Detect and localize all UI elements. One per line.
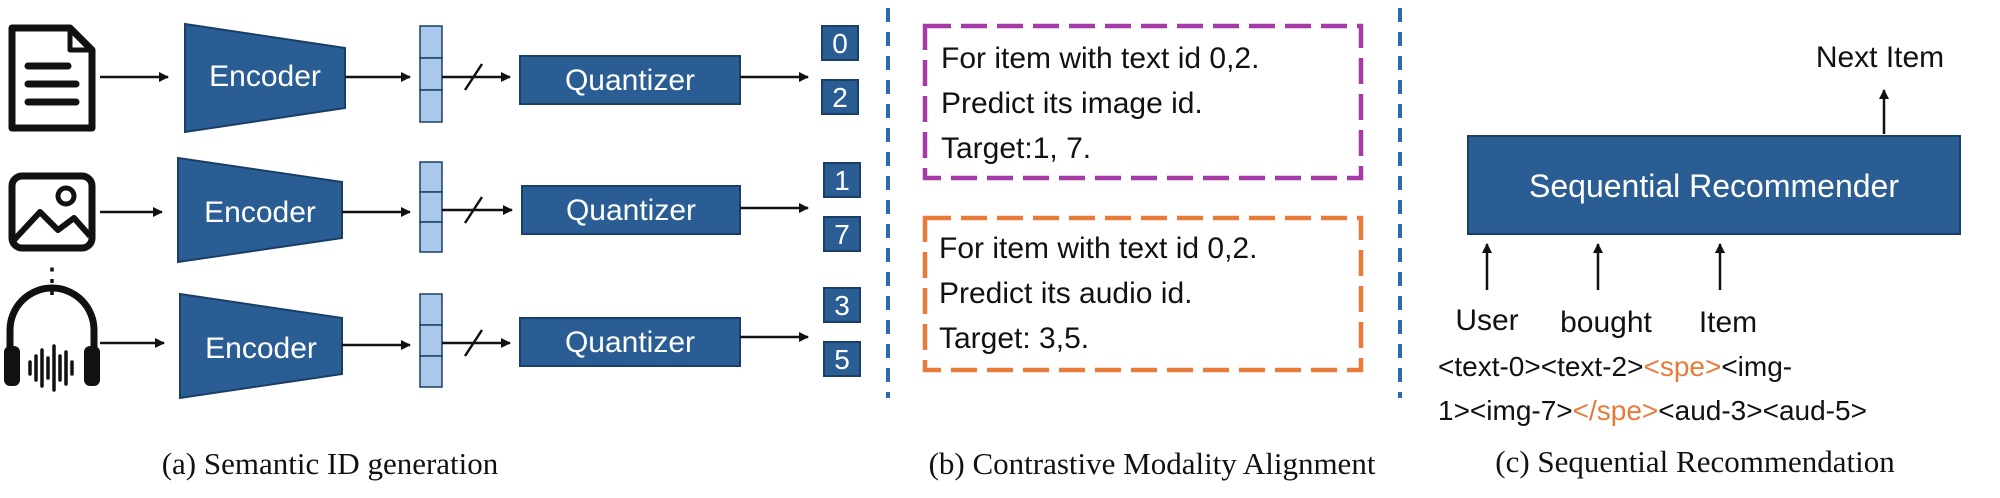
svg-text:0: 0: [832, 28, 848, 59]
semantic-id: 7: [823, 216, 861, 252]
prompt-box-image: For item with text id 0,2. Predict its i…: [922, 23, 1364, 181]
prompt-line: Predict its audio id.: [939, 277, 1192, 310]
panel-b: For item with text id 0,2. Predict its i…: [922, 23, 1376, 481]
prompt-box-audio: For item with text id 0,2. Predict its a…: [922, 215, 1364, 373]
sequential-recommender-block: Sequential Recommender: [1467, 135, 1961, 235]
ellipsis: ⋮: [35, 262, 69, 300]
sequence-token: <text-0><text-2>: [1438, 351, 1643, 382]
semantic-id: 0: [821, 25, 859, 61]
row-audio: Encoder Quantizer 3 5: [4, 284, 861, 400]
quantizer-block: Quantizer: [521, 185, 741, 235]
input-token: Item: [1699, 306, 1757, 339]
panel-c: Next Item Sequential Recommender User bo…: [1438, 41, 1961, 479]
sequence-token: 1><img-7>: [1438, 395, 1573, 426]
caption-a: (a) Semantic ID generation: [162, 446, 499, 481]
slash: [463, 63, 484, 91]
model-label: Sequential Recommender: [1529, 168, 1899, 204]
quantizer-block: Quantizer: [519, 55, 741, 105]
image-icon: [8, 172, 96, 252]
encoder-label: Encoder: [209, 60, 321, 93]
prompt-line: For item with text id 0,2.: [941, 42, 1259, 75]
svg-text:2: 2: [832, 82, 848, 113]
encoder-block: Encoder: [184, 22, 346, 134]
svg-text:1: 1: [834, 165, 850, 196]
encoder-block: Encoder: [179, 292, 343, 400]
quantizer-label: Quantizer: [565, 64, 695, 97]
prompt-line: Target: 3,5.: [939, 322, 1089, 355]
svg-text:3: 3: [834, 290, 850, 321]
semantic-id: 5: [823, 341, 861, 377]
special-token: <spe>: [1643, 351, 1721, 382]
quantizer-label: Quantizer: [565, 326, 695, 359]
token-sequence-line-1: <text-0><text-2><spe><img-: [1438, 351, 1792, 382]
semantic-id: 3: [823, 287, 861, 323]
sequence-token: <aud-3><aud-5>: [1658, 395, 1867, 426]
document-icon: [8, 24, 96, 132]
caption-b: (b) Contrastive Modality Alignment: [929, 446, 1376, 481]
panel-a: Encoder Quantizer 0 2: [4, 22, 861, 481]
encoder-block: Encoder: [177, 156, 343, 264]
prompt-line: For item with text id 0,2.: [939, 232, 1257, 265]
row-text: Encoder Quantizer 0 2: [8, 22, 859, 134]
token-sequence-line-2: 1><img-7></spe><aud-3><aud-5>: [1438, 395, 1867, 426]
input-token: bought: [1560, 306, 1652, 339]
embedding-vector: [419, 161, 443, 253]
embedding-vector: [419, 293, 443, 388]
embedding-vector: [419, 25, 443, 123]
output-label: Next Item: [1816, 41, 1944, 74]
quantizer-label: Quantizer: [566, 194, 696, 227]
special-token: </spe>: [1573, 395, 1659, 426]
semantic-id: 1: [823, 162, 861, 198]
quantizer-block: Quantizer: [519, 317, 741, 367]
sequence-token: <img-: [1721, 351, 1792, 382]
encoder-label: Encoder: [204, 196, 316, 229]
encoder-label: Encoder: [205, 332, 317, 365]
prompt-line: Target:1, 7.: [941, 132, 1091, 165]
semantic-id: 2: [821, 79, 859, 115]
row-image: Encoder Quantizer 1 7: [8, 156, 861, 264]
input-token: User: [1455, 304, 1518, 337]
prompt-line: Predict its image id.: [941, 87, 1203, 120]
slash: [463, 196, 484, 224]
svg-text:5: 5: [834, 344, 850, 375]
headphones-audio-icon: [4, 284, 100, 392]
caption-c: (c) Sequential Recommendation: [1495, 444, 1895, 479]
slash: [463, 329, 484, 357]
svg-text:7: 7: [834, 219, 850, 250]
